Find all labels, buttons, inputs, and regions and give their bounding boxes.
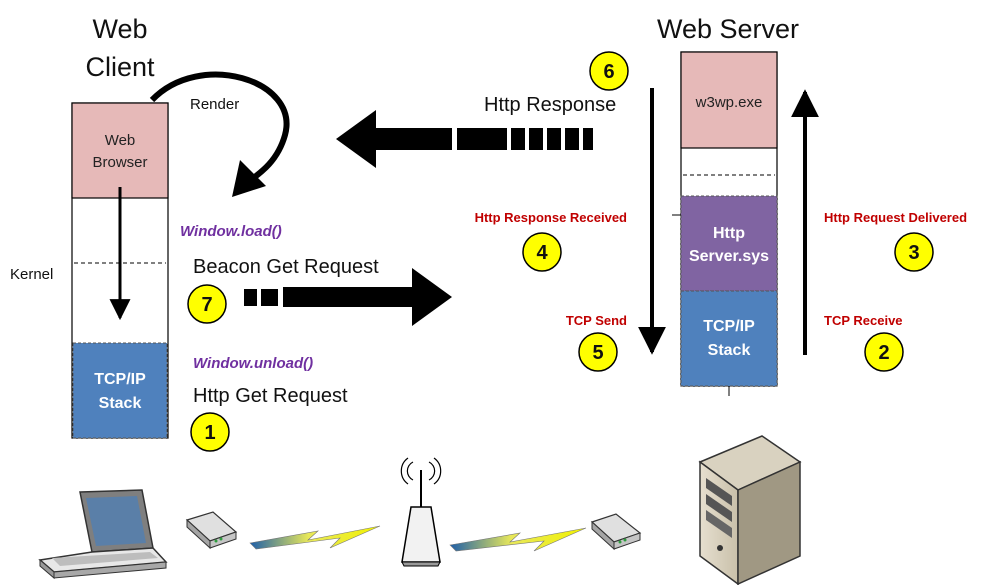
step-4-badge: 4 [522,232,562,272]
http-request-delivered-label: Http Request Delivered [824,210,967,225]
client-modem-icon [185,511,238,550]
render-label: Render [190,96,239,113]
w3wp-box [680,51,778,149]
window-load-label: Window.load() [180,223,282,240]
response-dash-4 [547,128,561,150]
render-arrow [149,71,290,185]
http-response-label: Http Response [484,94,616,116]
window-unload-label: Window.unload() [193,355,313,372]
web-browser-label-line1: Web [105,132,136,149]
step-5-badge: 5 [578,332,618,372]
response-dash-6 [583,128,593,150]
svg-text:6: 6 [603,61,614,83]
step-1-badge: 1 [190,412,230,452]
tcp-send-label: TCP Send [566,313,627,328]
server-modem-icon [590,513,642,551]
laptop-icon [38,489,168,580]
response-dash-1 [457,128,507,150]
web-browser-box [71,102,169,199]
beacon-dash-1 [244,289,257,306]
kernel-label: Kernel [10,266,53,283]
http-response-received-label: Http Response Received [475,210,627,225]
client-tcpip-box [72,342,168,439]
svg-text:1: 1 [204,422,215,444]
w3wp-label: w3wp.exe [695,94,763,111]
client-tcpip-label-line2: Stack [99,395,142,412]
server-tcpip-box [680,290,778,387]
http-get-request-label: Http Get Request [193,385,348,407]
response-dash-2 [511,128,525,150]
beacon-dash-2 [261,289,278,306]
beacon-arrow [283,268,452,326]
server-tower-icon [698,435,802,585]
tcp-receive-label: TCP Receive [824,313,903,328]
svg-text:3: 3 [908,242,919,264]
svg-text:2: 2 [878,342,889,364]
web-client-title-line1: Web [92,14,147,44]
client-tcpip-label-line1: TCP/IP [94,371,146,388]
http-sys-label-line2: Server.sys [689,248,769,265]
response-dash-5 [565,128,579,150]
http-sys-label-line1: Http [713,225,745,242]
step-7-badge: 7 [187,284,227,324]
beacon-get-request-label: Beacon Get Request [193,256,379,278]
http-sys-box [680,195,778,292]
svg-text:4: 4 [536,242,548,264]
svg-text:7: 7 [201,294,212,316]
server-tcpip-label-line2: Stack [708,342,751,359]
svg-text:5: 5 [592,342,603,364]
left-lightning-bolt [249,525,381,550]
web-client-title-line2: Client [85,52,155,82]
step-6-badge: 6 [589,51,629,91]
wireless-router-icon [400,457,442,567]
right-lightning-bolt [449,527,587,552]
http-response-arrow [336,110,452,168]
step-3-badge: 3 [894,232,934,272]
web-server-title: Web Server [657,14,799,44]
server-tcpip-label-line1: TCP/IP [703,318,755,335]
render-arrow-head [232,160,266,197]
web-browser-label-line2: Browser [92,154,147,171]
step-2-badge: 2 [864,332,904,372]
response-dash-3 [529,128,543,150]
